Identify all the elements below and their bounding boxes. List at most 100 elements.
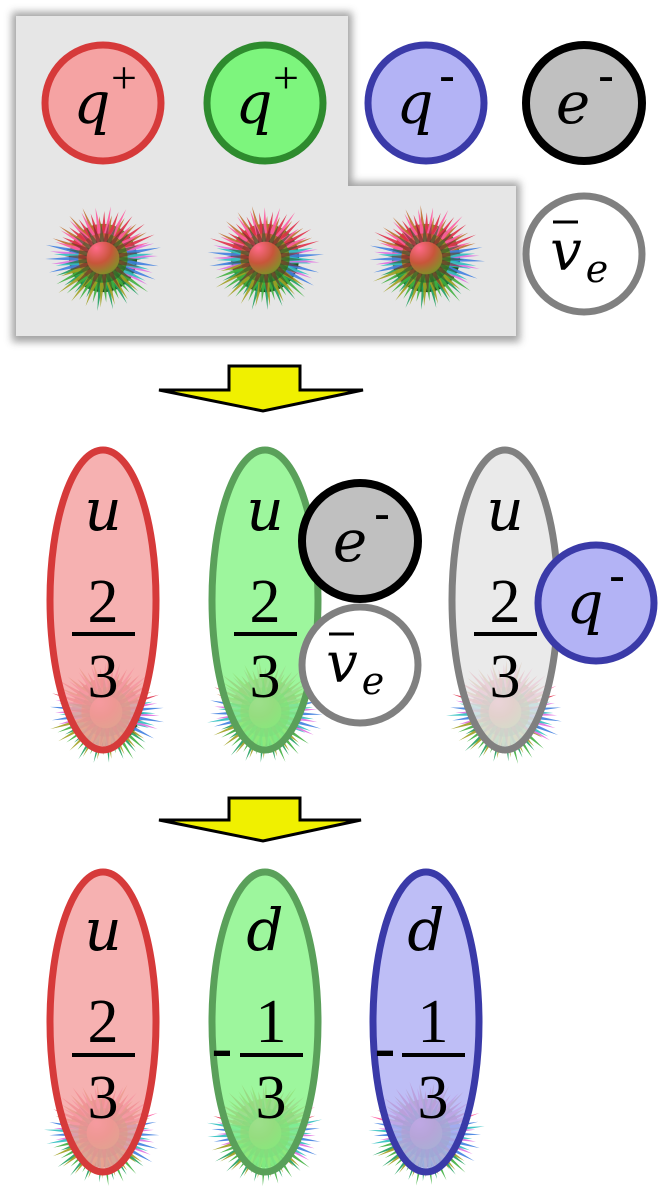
gluon-inner-spike xyxy=(437,266,456,281)
gluon-inner-spike xyxy=(408,226,421,245)
gluon-spike xyxy=(450,253,476,258)
gluon-inner-spike xyxy=(268,224,279,244)
gluon-inner-spike xyxy=(92,223,102,243)
stage2-quark-red: u 2 3 xyxy=(46,446,160,754)
gluon-ball-2 xyxy=(207,206,324,310)
gluon-spike xyxy=(286,265,310,275)
gluon-spike xyxy=(95,207,102,234)
gluon-inner-spike xyxy=(85,226,98,245)
gluon-inner-spike xyxy=(281,256,304,262)
gluon-inner-spike xyxy=(116,263,138,275)
stage2-q-minus-charge: - xyxy=(609,549,624,600)
gluon-inner-spike xyxy=(226,258,250,264)
gluon-spike xyxy=(391,274,412,293)
gluon-spike xyxy=(246,216,258,236)
gluon-inner-spike xyxy=(415,223,425,243)
q-plus-red-label: q xyxy=(73,69,110,137)
gluon-spike xyxy=(403,279,417,299)
gluon-inner-spike xyxy=(422,222,428,242)
gluon-spike xyxy=(379,242,404,252)
gluon-spike xyxy=(60,266,82,277)
gluon-inner-spike xyxy=(101,274,107,294)
gluon-spike xyxy=(438,276,460,302)
gluon-spike xyxy=(126,262,150,270)
gluon-inner-spike xyxy=(108,271,121,290)
gluon-inner-spike xyxy=(67,261,89,271)
gluon-inner-spike xyxy=(424,274,430,294)
gluon-spike xyxy=(108,211,119,236)
gluon-spike xyxy=(275,212,296,238)
gluon-inner-spike xyxy=(438,238,459,252)
stage2-q-minus: q - xyxy=(534,541,658,665)
gluon-inner-spike xyxy=(118,252,142,258)
gluon-spike xyxy=(251,206,262,235)
gluon-spike xyxy=(222,268,245,281)
stage3-quark-red: u 2 3 xyxy=(46,868,160,1176)
gluon-inner-spike xyxy=(111,269,128,286)
gluon-spike xyxy=(446,234,477,249)
gluon-spike xyxy=(106,281,115,306)
gluon-inner-spike xyxy=(240,230,257,247)
stage2-green-denominator: 3 xyxy=(250,643,281,711)
stage2-gray-denominator: 3 xyxy=(490,643,521,711)
gluon-spike xyxy=(111,279,128,304)
gluon-inner-spike xyxy=(104,273,114,293)
gluon-spike xyxy=(428,281,437,308)
gluon-spike xyxy=(101,210,106,234)
gluon-spike xyxy=(422,282,428,307)
gluon-spike xyxy=(287,240,320,252)
stage3-red-numerator: 2 xyxy=(88,988,119,1056)
q-minus-blue-particle: q - xyxy=(364,41,488,165)
gluon-spike xyxy=(45,244,80,255)
gluon-spike xyxy=(388,271,409,286)
gluon-spike xyxy=(123,268,146,281)
stage3-red-flavor: u xyxy=(84,896,121,964)
stage2-green-numerator: 2 xyxy=(250,568,281,636)
gluon-spike xyxy=(405,209,420,236)
gluon-inner-spike xyxy=(431,271,444,290)
gluon-spike xyxy=(369,245,403,255)
gluon-spike xyxy=(424,212,429,234)
gluon-spike xyxy=(124,266,156,280)
gluon-inner-spike xyxy=(75,267,94,284)
gluon-inner-spike xyxy=(388,248,411,257)
gluon-inner-spike xyxy=(440,245,462,255)
gluon-spike xyxy=(274,278,287,296)
gluon-spike xyxy=(121,232,142,246)
stage2-gray-numerator: 2 xyxy=(490,568,521,636)
gluon-inner-spike xyxy=(271,227,286,246)
gluon-spike xyxy=(439,216,463,240)
gluon-inner-spike xyxy=(270,271,283,290)
gluon-spike xyxy=(79,278,94,300)
gluon-spike xyxy=(123,234,155,249)
gluon-spike xyxy=(284,269,314,286)
gluon-inner-spike xyxy=(78,230,95,247)
gluon-inner-spike xyxy=(274,232,293,249)
stage2-electron: e - xyxy=(298,479,422,603)
stage2-antineutrino-label: v xyxy=(326,631,358,696)
stage2-electron-charge: - xyxy=(374,487,389,538)
gluon-spike xyxy=(248,280,260,302)
q-plus-red-particle: q + xyxy=(41,41,165,165)
stage2-red-flavor: u xyxy=(84,476,121,544)
gluon-inner-spike xyxy=(391,241,413,253)
gluon-inner-spike xyxy=(65,248,88,257)
gluon-spike xyxy=(372,266,405,282)
gluon-spike xyxy=(289,254,324,259)
gluon-spike xyxy=(81,212,96,237)
transition-arrow-2 xyxy=(158,796,362,843)
gluon-spike xyxy=(261,282,266,303)
gluon-spike xyxy=(126,259,159,267)
gluon-spike xyxy=(64,271,86,286)
gluon-inner-spike xyxy=(441,259,464,268)
gluon-inner-spike xyxy=(114,266,133,281)
gluon-spike xyxy=(220,263,243,272)
gluon-spike xyxy=(45,256,79,261)
gluon-spike xyxy=(115,277,130,293)
gluon-inner-spike xyxy=(405,270,420,289)
gluon-inner-spike xyxy=(429,224,440,244)
gluon-spike xyxy=(82,208,97,236)
gluon-inner-spike xyxy=(89,272,100,292)
q-plus-green-label: q xyxy=(235,69,272,137)
